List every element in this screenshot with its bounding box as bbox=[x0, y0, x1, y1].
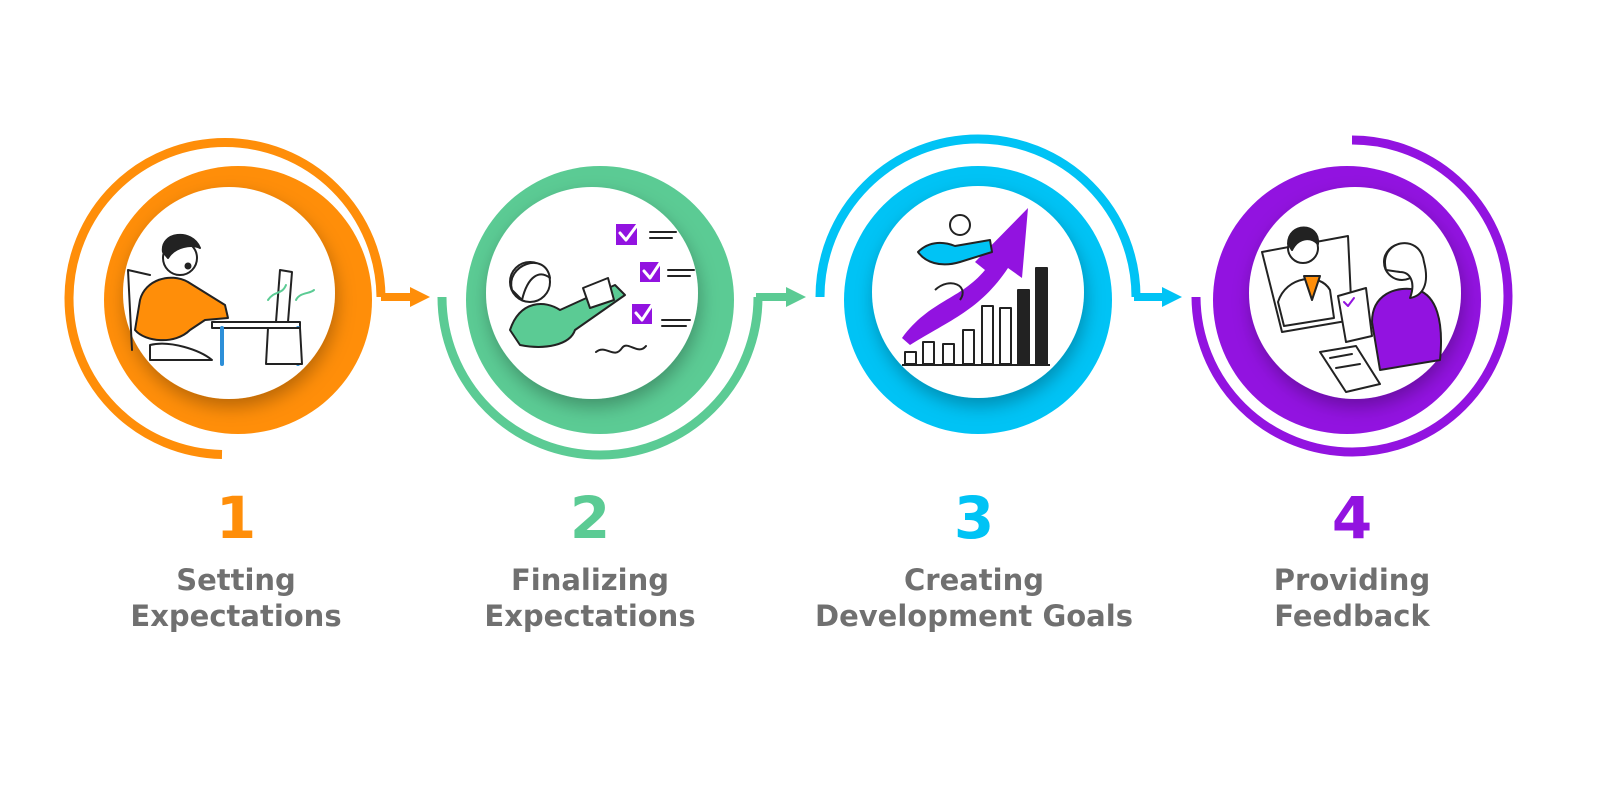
step-1-number: 1 bbox=[215, 484, 257, 552]
step-2-outer-arc bbox=[437, 296, 763, 460]
step-1-outer-arc bbox=[64, 138, 386, 459]
step-2-label: 2 Finalizing Expectations bbox=[410, 488, 770, 634]
step-4-node bbox=[1191, 135, 1513, 457]
step-3-number: 3 bbox=[953, 484, 995, 552]
step-4-outer-arc bbox=[1191, 135, 1513, 457]
step-3-outer-arc bbox=[815, 134, 1141, 298]
step-3-title: Creating Development Goals bbox=[815, 563, 1133, 633]
step-3-node bbox=[815, 134, 1182, 434]
step-1-label: 1 Setting Expectations bbox=[56, 488, 416, 634]
step-2-title: Finalizing Expectations bbox=[484, 563, 696, 633]
checklist-writing-icon bbox=[509, 222, 695, 354]
step-2-node bbox=[437, 166, 806, 460]
step-4-label: 4 Providing Feedback bbox=[1172, 488, 1532, 634]
step-4-number: 4 bbox=[1331, 484, 1373, 552]
feedback-meeting-icon bbox=[1261, 226, 1442, 393]
growth-chart-arrow-icon bbox=[902, 208, 1050, 366]
step-4-title: Providing Feedback bbox=[1273, 563, 1431, 633]
person-at-laptop-icon bbox=[127, 233, 315, 366]
step-1-title: Setting Expectations bbox=[130, 563, 342, 633]
step-1-node bbox=[64, 138, 430, 459]
step-2-number: 2 bbox=[569, 484, 611, 552]
step-3-label: 3 Creating Development Goals bbox=[794, 488, 1154, 634]
